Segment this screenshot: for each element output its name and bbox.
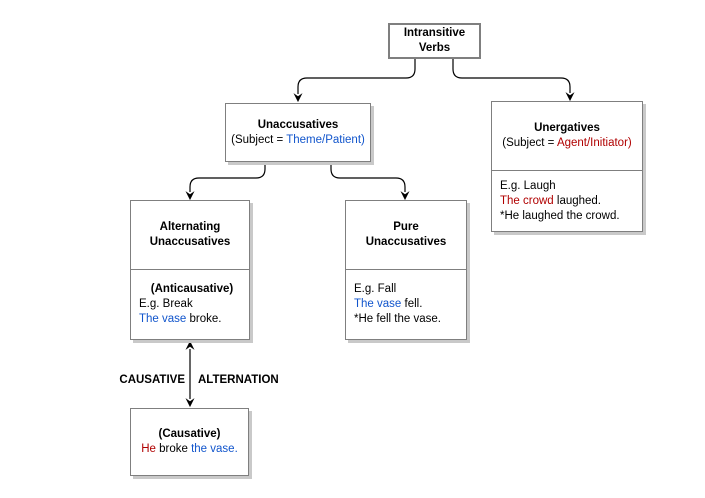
connector-unaccusatives-to-pure — [330, 162, 410, 201]
connector-root-to-unergatives — [452, 58, 575, 102]
subject-value: Theme/Patient) — [286, 133, 365, 146]
box-intransitive-verbs: Intransitive Verbs — [388, 23, 481, 59]
unergatives-title: Unergatives — [534, 122, 600, 134]
box-alternating-unaccusatives: Alternating Unaccusatives (Anticausative… — [130, 200, 250, 340]
unergatives-example-label: E.g. Laugh — [500, 179, 556, 192]
pure-sentence-1: The vase fell. — [354, 297, 462, 312]
subject-value: Agent/Initiator) — [556, 137, 632, 149]
sentence-verb: broke — [155, 443, 192, 455]
subject-prefix: (Subject = — [502, 137, 557, 149]
box-pure-unaccusatives: Pure Unaccusatives E.g. Fall The vase fe… — [345, 200, 467, 340]
unergatives-sentence-1: The crowd laughed. — [500, 194, 638, 209]
unaccusatives-subject-line: (Subject = Theme/Patient) — [226, 133, 370, 148]
connector-root-to-unaccusatives — [293, 58, 416, 103]
sentence-subject: The vase — [139, 313, 187, 325]
unaccusatives-title: Unaccusatives — [257, 118, 339, 131]
causative-sentence: He broke the vase. — [131, 442, 248, 457]
alternating-title: Alternating Unaccusatives — [149, 221, 231, 248]
unergatives-sentence-2: *He laughed the crowd. — [500, 209, 620, 222]
box-causative: (Causative) He broke the vase. — [130, 408, 249, 476]
sentence-subject: The vase — [354, 298, 402, 310]
anticausative-label: (Anticausative) — [150, 283, 234, 295]
sentence-subject: The crowd — [500, 194, 554, 207]
causative-label: (Causative) — [158, 428, 221, 440]
sentence-rest: fell. — [401, 298, 423, 310]
unergatives-subject-line: (Subject = Agent/Initiator) — [492, 136, 642, 151]
subject-prefix: (Subject = — [231, 133, 287, 146]
connector-unaccusatives-to-alternating — [185, 162, 266, 201]
pure-title: Pure Unaccusatives — [365, 221, 447, 248]
sentence-object: the vase. — [191, 443, 238, 455]
sentence-subject: He — [141, 443, 156, 455]
intransitive-verbs-title: Intransitive Verbs — [403, 27, 466, 54]
box-unergatives: Unergatives (Subject = Agent/Initiator) … — [491, 101, 643, 232]
alternating-sentence-1: The vase broke. — [139, 312, 245, 327]
alternating-example-label: E.g. Break — [139, 298, 193, 310]
sentence-rest: broke. — [186, 313, 222, 325]
pure-example-label: E.g. Fall — [354, 283, 397, 295]
pure-sentence-2: *He fell the vase. — [354, 313, 441, 325]
causative-alternation-label-right: ALTERNATION — [198, 374, 279, 386]
sentence-rest: laughed. — [553, 194, 602, 207]
causative-alternation-label-left: CAUSATIVE — [119, 374, 185, 386]
box-unaccusatives: Unaccusatives (Subject = Theme/Patient) — [225, 103, 371, 162]
